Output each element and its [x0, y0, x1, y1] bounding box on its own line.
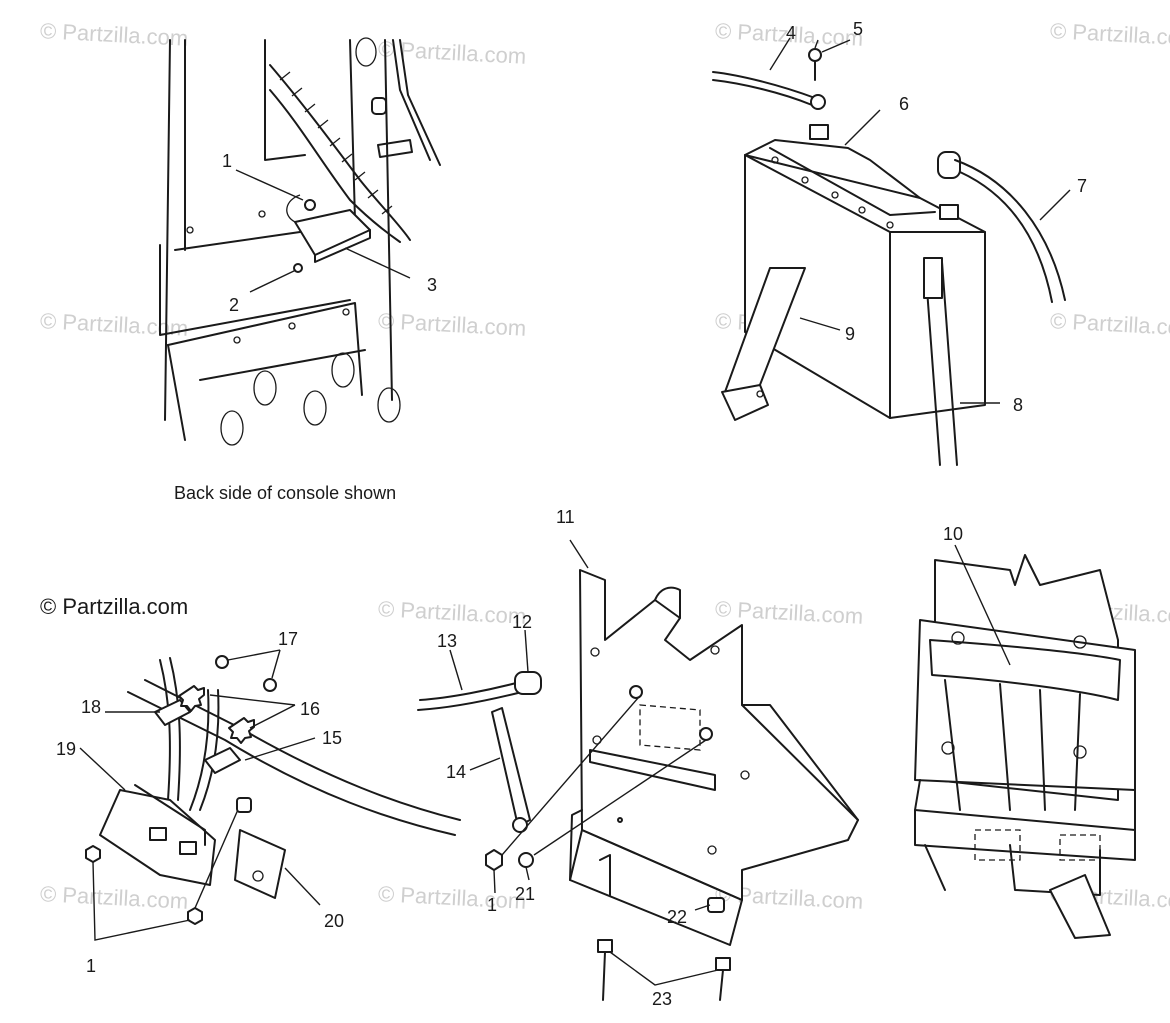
callout-3: 3 — [427, 275, 438, 295]
battery-tray-assembly — [417, 539, 859, 1001]
callout-22: 22 — [667, 907, 688, 927]
battery-assembly — [712, 37, 1071, 466]
callout-8: 8 — [1013, 395, 1024, 415]
callout-18: 18 — [81, 697, 102, 717]
copyright-notice: © Partzilla.com — [40, 594, 189, 619]
callout-21: 21 — [515, 884, 536, 904]
callout-4: 4 — [786, 23, 797, 43]
callout-1-relay: 1 — [86, 956, 97, 976]
callout-16: 16 — [300, 699, 321, 719]
callout-17: 17 — [278, 629, 299, 649]
callout-10: 10 — [943, 524, 964, 544]
relay-assembly — [79, 649, 461, 941]
callout-1-tray: 1 — [487, 895, 498, 915]
callout-13: 13 — [437, 631, 458, 651]
callout-12: 12 — [512, 612, 533, 632]
callout-20: 20 — [324, 911, 345, 931]
callout-23: 23 — [652, 989, 673, 1009]
callout-2: 2 — [229, 295, 240, 315]
callout-7: 7 — [1077, 176, 1088, 196]
callout-1: 1 — [222, 151, 233, 171]
callout-19: 19 — [56, 739, 77, 759]
diagram-caption: Back side of console shown — [174, 483, 397, 503]
callout-9: 9 — [845, 324, 856, 344]
callout-11: 11 — [556, 507, 575, 527]
callout-15: 15 — [322, 728, 343, 748]
battery-box-assembly — [914, 544, 1136, 939]
callout-5: 5 — [853, 19, 864, 39]
callout-14: 14 — [446, 762, 467, 782]
console-assembly — [159, 37, 441, 446]
callout-6: 6 — [899, 94, 910, 114]
